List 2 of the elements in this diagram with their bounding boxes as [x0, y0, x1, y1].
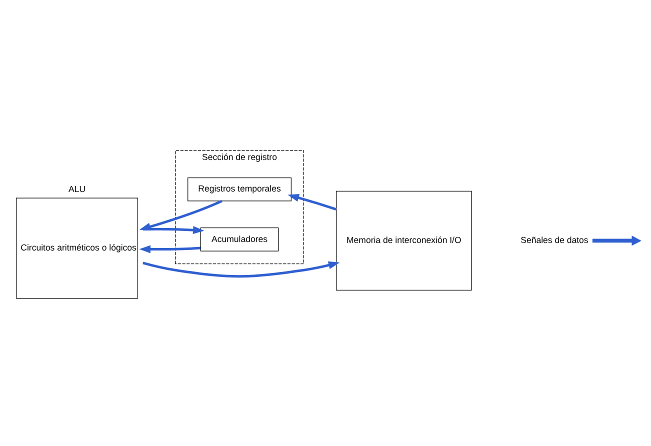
- node-label: ALU: [68, 184, 86, 194]
- legend-label: Señales de datos: [520, 235, 588, 246]
